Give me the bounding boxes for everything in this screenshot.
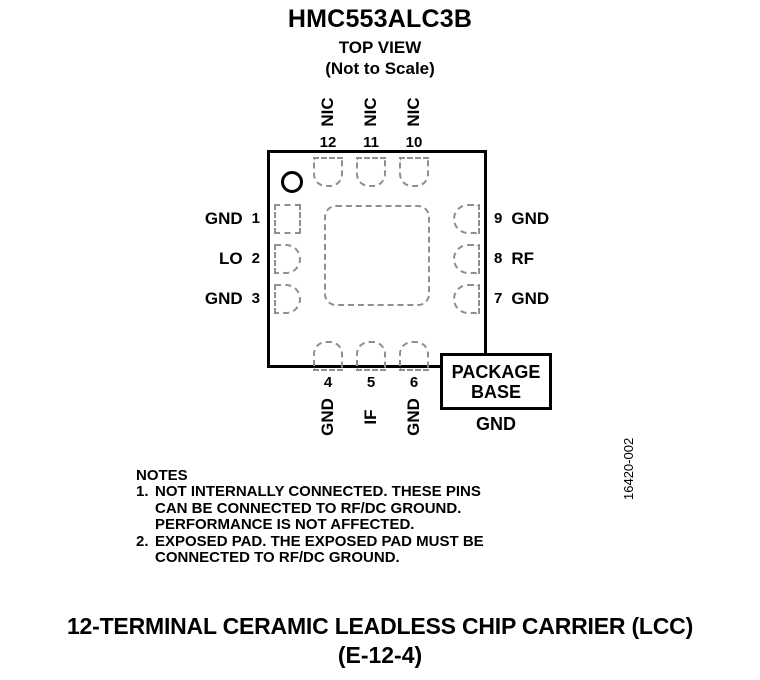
package-base-line1: PACKAGE [451, 361, 541, 382]
pad-7 [453, 284, 480, 314]
pin1-indicator-dot-icon [281, 171, 303, 193]
pad-8 [453, 244, 480, 274]
not-to-scale-note: (Not to Scale) [325, 59, 435, 78]
pin-12-name: NIC [318, 97, 337, 127]
note-1-line-1: NOT INTERNALLY CONNECTED. THESE PINS [155, 483, 481, 500]
package-base-ground-label: GND [476, 414, 516, 434]
pin-9-name: GND [511, 209, 550, 228]
note-item-2: 2. EXPOSED PAD. THE EXPOSED PAD MUST BE … [136, 532, 606, 567]
pin-label-2: LO 2 [150, 250, 260, 268]
pin-3-number: 3 [251, 290, 260, 307]
pad-6 [399, 341, 429, 371]
pin-11-number: 11 [363, 134, 379, 151]
note-1-marker: 1. [136, 483, 149, 500]
note-2-line-1: EXPOSED PAD. THE EXPOSED PAD MUST BE [155, 532, 484, 550]
note-2-text: EXPOSED PAD. THE EXPOSED PAD MUST BE CON… [155, 532, 606, 567]
diagram-footer: 12-TERMINAL CERAMIC LEADLESS CHIP CARRIE… [0, 612, 760, 670]
pin-label-7: 7 GND [494, 290, 614, 308]
pad-3 [274, 284, 301, 314]
pin-6-name: GND [404, 398, 423, 436]
note-2-line-2: CONNECTED TO RF/DC GROUND. [155, 549, 400, 566]
exposed-pad-outline [324, 205, 430, 306]
pin-10-number: 10 [405, 134, 423, 151]
pad-10 [399, 157, 429, 187]
part-number-title: HMC553ALC3B [287, 5, 473, 33]
top-view-label: TOP VIEW [338, 38, 422, 57]
note-1-line-2: CAN BE CONNECTED TO RF/DC GROUND. [155, 499, 462, 517]
pin-10-name: NIC [404, 97, 423, 127]
footer-title-line1: 12-TERMINAL CERAMIC LEADLESS CHIP CARRIE… [66, 613, 694, 639]
pin-8-name: RF [511, 249, 535, 268]
notes-title: NOTES [136, 467, 188, 484]
pad-2 [274, 244, 301, 274]
pin-9-number: 9 [494, 210, 503, 227]
pin-6-number: 6 [409, 374, 419, 391]
note-1-text: NOT INTERNALLY CONNECTED. THESE PINS CAN… [155, 483, 606, 534]
package-base-line2: BASE [470, 381, 521, 402]
pad-1 [274, 204, 301, 234]
pin-label-8: 8 RF [494, 250, 614, 268]
pin-4-number: 4 [323, 374, 333, 391]
note-item-1: 1. NOT INTERNALLY CONNECTED. THESE PINS … [136, 483, 606, 534]
document-id-watermark: 16420-002 [621, 437, 636, 500]
pin-label-9: 9 GND [494, 210, 614, 228]
note-2-marker: 2. [136, 532, 149, 550]
pin-4-name: GND [318, 398, 337, 436]
pin-label-12: NIC 12 [308, 92, 348, 152]
pin-7-number: 7 [494, 290, 503, 307]
pad-11 [356, 157, 386, 187]
pin-8-number: 8 [494, 250, 503, 267]
pad-5 [356, 341, 386, 371]
footer-title-line2: (E-12-4) [337, 642, 423, 668]
pin-label-1: GND 1 [150, 210, 260, 228]
pin-1-number: 1 [251, 210, 260, 227]
pin-label-3: GND 3 [150, 290, 260, 308]
pin-label-6: 6 GND [394, 374, 434, 439]
note-1-line-3: PERFORMANCE IS NOT AFFECTED. [155, 516, 415, 533]
pin-11-name: NIC [361, 97, 380, 127]
pad-4 [313, 341, 343, 371]
pin-label-10: NIC 10 [394, 92, 434, 152]
notes-block: NOTES 1. NOT INTERNALLY CONNECTED. THESE… [136, 467, 606, 567]
pad-9 [453, 204, 480, 234]
pin-label-4: 4 GND [308, 374, 348, 439]
package-base-box: PACKAGE BASE [440, 353, 552, 410]
pin-1-name: GND [204, 209, 243, 228]
pin-12-number: 12 [319, 134, 337, 151]
pin-3-name: GND [204, 289, 243, 308]
pin-2-number: 2 [251, 250, 260, 267]
pin-2-name: LO [219, 249, 243, 268]
pin-label-11: NIC 11 [351, 92, 391, 152]
pin-label-5: 5 IF [351, 374, 391, 439]
diagram-header: HMC553ALC3B TOP VIEW (Not to Scale) [0, 4, 760, 79]
pin-5-name: IF [361, 409, 380, 425]
pad-12 [313, 157, 343, 187]
pin-7-name: GND [511, 289, 550, 308]
pin-5-number: 5 [366, 374, 376, 391]
